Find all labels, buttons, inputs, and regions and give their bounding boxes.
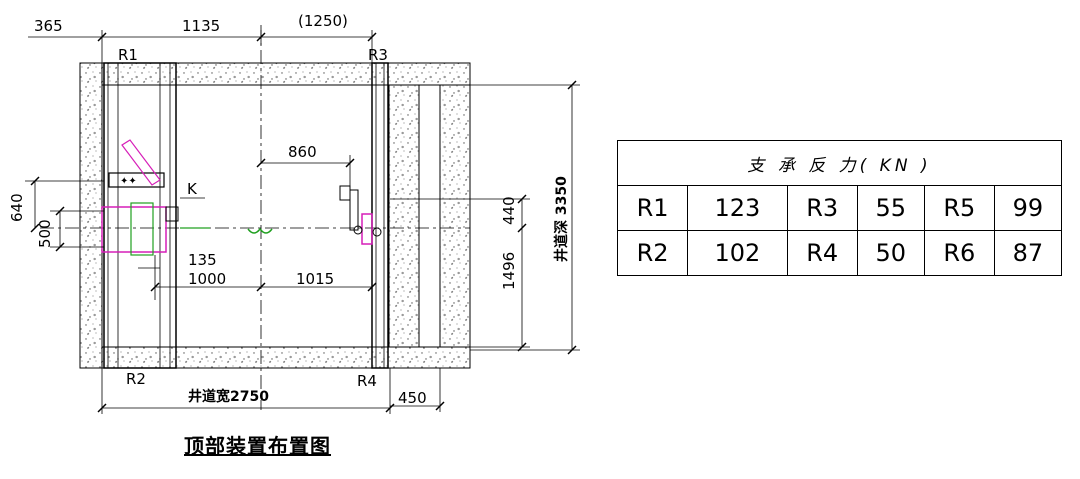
drawing-caption: 顶部装置布置图	[184, 434, 331, 458]
dimension-ticks	[30, 32, 577, 413]
table-cell: 102	[687, 230, 788, 276]
marker-r2: R2	[126, 370, 146, 388]
dim-135: 135	[188, 251, 217, 269]
table-cell: R6	[923, 230, 995, 276]
dimension-lines	[25, 30, 580, 414]
marker-r1: R1	[118, 46, 138, 64]
shaft-width-label: 井道宽2750	[188, 388, 269, 405]
table-cell: 87	[993, 230, 1063, 276]
table-cell: 50	[856, 230, 925, 276]
machine-left: ✦✦	[101, 139, 273, 256]
table-cell: R5	[923, 185, 995, 231]
table-row: R2 102 R4 50 R6 87	[616, 230, 1063, 276]
machine-right	[339, 185, 382, 245]
dim-365: 365	[34, 17, 63, 35]
table-cell: 123	[687, 185, 788, 231]
table-cell: R1	[616, 185, 689, 231]
dim-1000: 1000	[188, 270, 226, 288]
support-beams	[103, 62, 389, 369]
dim-1250: (1250)	[298, 12, 348, 30]
marker-r4: R4	[357, 372, 377, 390]
table-row: R1 123 R3 55 R5 99	[616, 185, 1063, 231]
marker-r3: R3	[368, 46, 388, 64]
table-cell: R2	[616, 230, 689, 276]
dim-1015: 1015	[296, 270, 334, 288]
table-cell: 99	[993, 185, 1063, 231]
dim-1135: 1135	[182, 17, 220, 35]
marker-k: K	[187, 180, 198, 198]
center-lines	[40, 25, 470, 410]
dim-450: 450	[398, 389, 427, 407]
dim-640: 640	[8, 193, 26, 222]
dim-1496: 1496	[500, 252, 518, 290]
shaft-depth-label: 井道深 3350	[553, 176, 570, 262]
center-mark-icon	[247, 227, 273, 234]
shaft-walls	[79, 62, 471, 369]
machine-hatch: ✦✦	[120, 176, 137, 187]
dim-440: 440	[500, 196, 518, 225]
table-title: 支 承 反 力( KN )	[617, 140, 1062, 186]
dim-860: 860	[288, 143, 317, 161]
dim-500: 500	[36, 219, 54, 248]
table-title-row: 支 承 反 力( KN )	[617, 140, 1062, 186]
table-cell: R4	[786, 230, 858, 276]
table-cell: 55	[856, 185, 925, 231]
reaction-force-table: 支 承 反 力( KN ) R1 123 R3 55 R5 99 R2 102 …	[616, 140, 1063, 276]
table-cell: R3	[786, 185, 858, 231]
